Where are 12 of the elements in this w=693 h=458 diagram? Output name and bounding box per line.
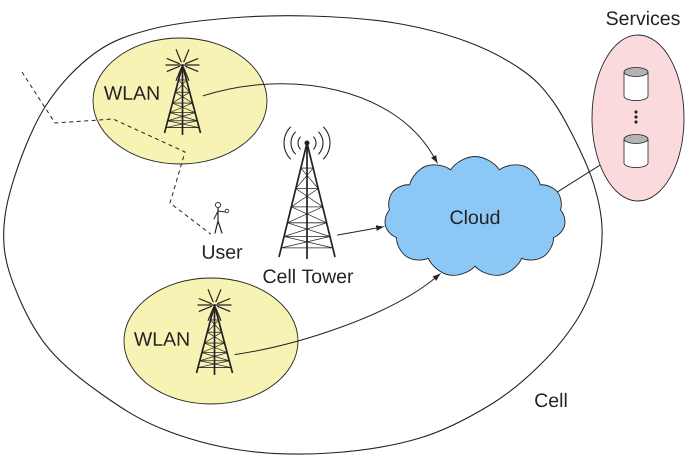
cloud: Cloud [384, 156, 566, 276]
person-icon [214, 202, 230, 234]
dashed-path [22, 72, 212, 235]
node-label: Services [606, 10, 680, 26]
arrow [234, 274, 440, 356]
arrow [336, 225, 384, 236]
caption: User [202, 245, 242, 259]
radio-tower [196, 289, 234, 375]
connector-line [557, 164, 600, 192]
arrow [202, 83, 438, 163]
cell-tower [278, 126, 336, 259]
radio-tower [164, 49, 202, 135]
